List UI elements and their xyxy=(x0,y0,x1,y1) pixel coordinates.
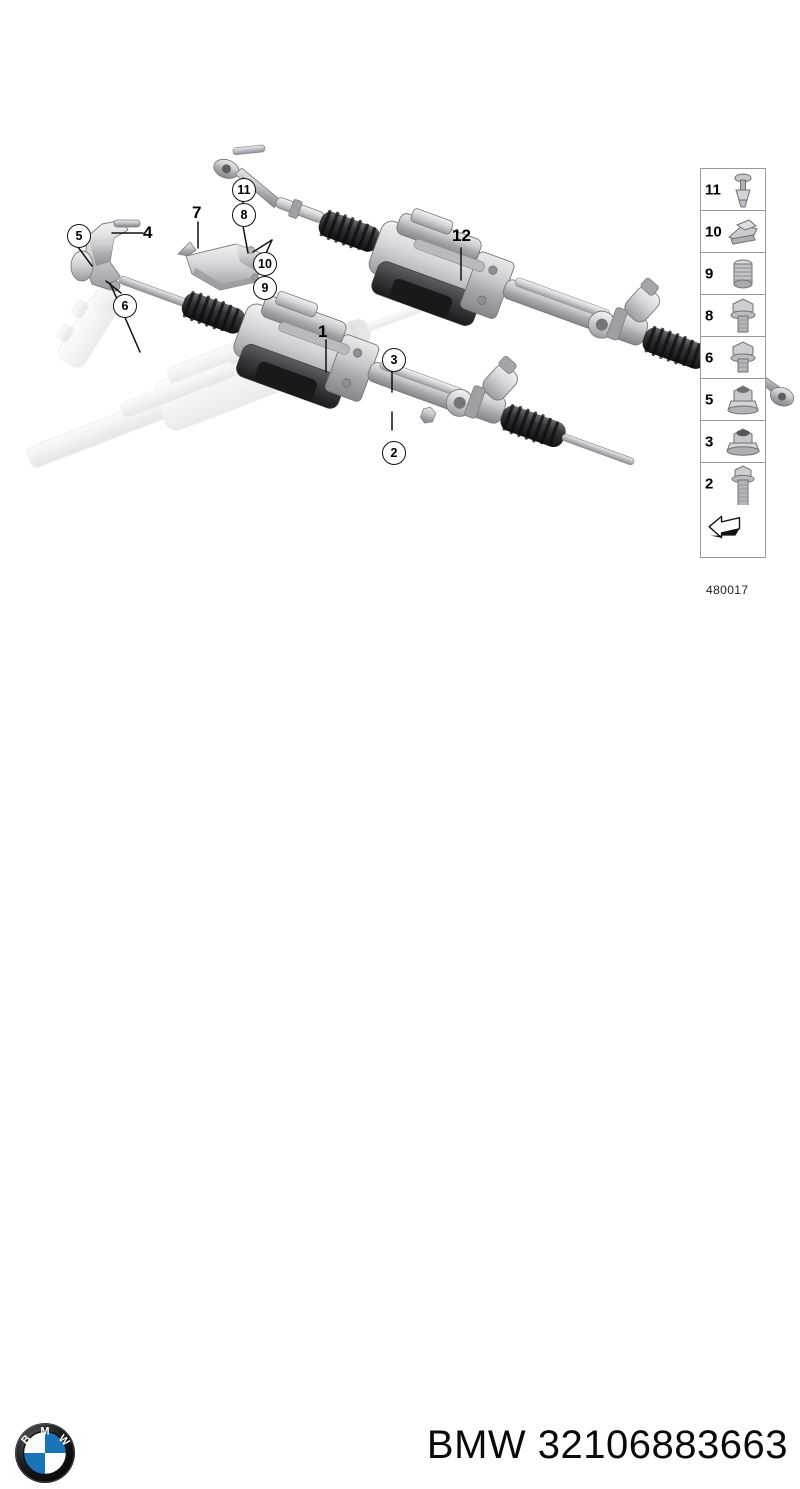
legend-item-number: 8 xyxy=(705,307,714,324)
upper-steering-rack-assembly xyxy=(213,144,795,407)
hex-flange-bolt-icon xyxy=(723,295,763,336)
callout-2: 2 xyxy=(382,441,406,465)
callout-12: 12 xyxy=(452,226,471,245)
legend-direction-arrow-cell xyxy=(701,505,765,557)
footer-bar: B M W BMW 32106883663 xyxy=(0,700,800,1483)
hex-flange-nut-icon xyxy=(723,421,763,462)
long-flange-bolt-icon xyxy=(723,463,763,505)
callout-10: 10 xyxy=(253,252,277,276)
callout-5: 5 xyxy=(67,224,91,248)
lower-steering-rack-assembly xyxy=(118,276,635,466)
callout-8: 8 xyxy=(232,203,256,227)
legend-item-number: 5 xyxy=(705,391,714,408)
legend-row-2[interactable]: 2 xyxy=(701,463,765,505)
spring-clip-icon xyxy=(723,211,763,252)
callout-4: 4 xyxy=(143,223,153,242)
legend-row-9[interactable]: 9 xyxy=(701,253,765,295)
legend-item-number: 6 xyxy=(705,349,714,366)
callout-7: 7 xyxy=(192,203,202,222)
collar-nut-icon xyxy=(723,379,763,420)
legend-row-10[interactable]: 10 xyxy=(701,211,765,253)
legend-item-number: 10 xyxy=(705,223,722,240)
direction-arrow-icon xyxy=(705,505,763,557)
bmw-roundel-logo: B M W xyxy=(14,1422,76,1484)
heat-shield-item7 xyxy=(177,241,265,291)
legend-row-6[interactable]: 6 xyxy=(701,337,765,379)
svg-text:M: M xyxy=(40,1426,49,1438)
legend-row-5[interactable]: 5 xyxy=(701,379,765,421)
legend-item-number: 2 xyxy=(705,475,714,493)
callout-3: 3 xyxy=(382,348,406,372)
legend-item-number: 9 xyxy=(705,265,714,282)
threaded-insert-icon xyxy=(723,253,763,294)
callout-6: 6 xyxy=(113,294,137,318)
callout-9: 9 xyxy=(253,276,277,300)
parts-legend-panel: 11 10 9 8 6 5 3 2 xyxy=(700,168,766,558)
push-rivet-icon xyxy=(723,169,763,210)
legend-row-3[interactable]: 3 xyxy=(701,421,765,463)
callout-11: 11 xyxy=(232,178,256,202)
legend-row-8[interactable]: 8 xyxy=(701,295,765,337)
part-number-label: BMW 32106883663 xyxy=(426,1423,788,1467)
legend-item-number: 11 xyxy=(705,181,721,198)
diagram-id-code: 480017 xyxy=(706,583,749,597)
legend-item-number: 3 xyxy=(705,433,714,450)
callout-1: 1 xyxy=(318,322,328,341)
legend-row-11[interactable]: 11 xyxy=(701,169,765,211)
hex-flange-bolt-short-icon xyxy=(723,337,763,378)
diagram-artwork xyxy=(26,144,795,468)
mount-bracket-item4 xyxy=(70,219,141,292)
